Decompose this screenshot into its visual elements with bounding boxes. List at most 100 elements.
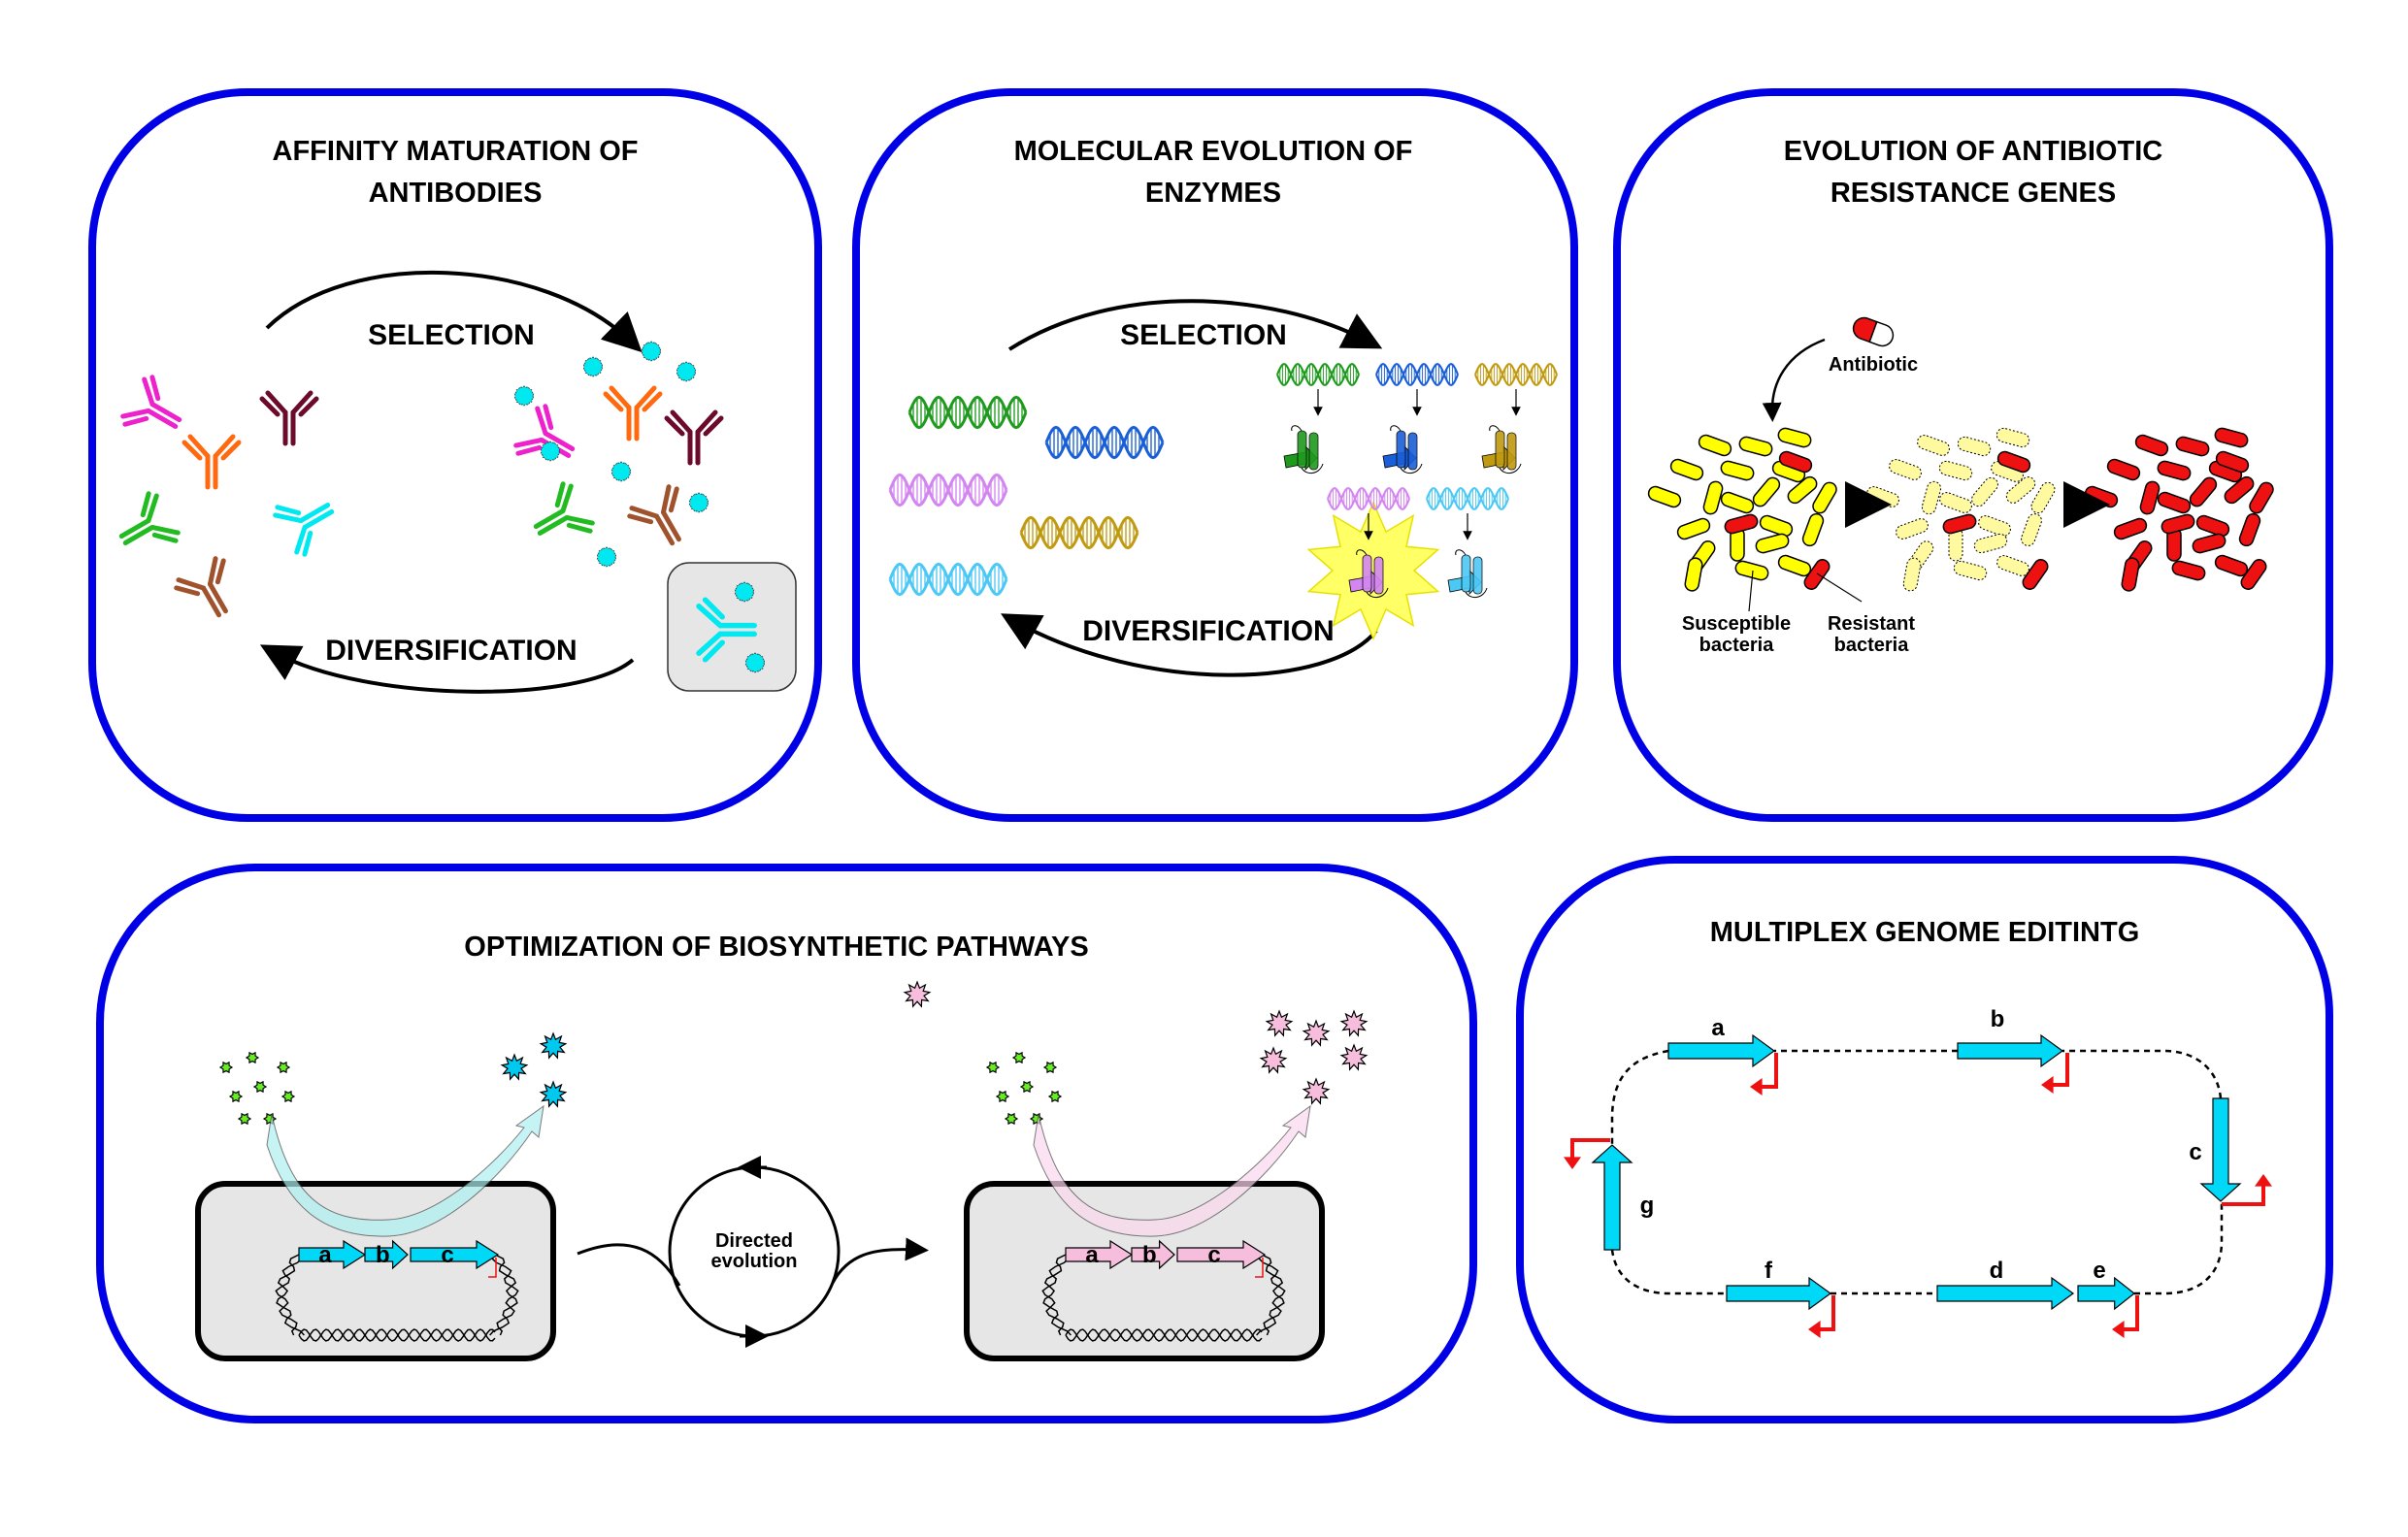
gene-arrow [1726,1276,1832,1311]
antibody-heavy-chain [149,402,182,423]
bacterium-icon [2157,460,2192,481]
dna-strand [907,395,1028,430]
antibody-arm [629,506,660,519]
enzyme-icon [1283,425,1324,474]
plasmid-dna [275,1254,303,1336]
promoter-icon [1817,1295,1835,1331]
bacterium-icon [1938,460,1973,481]
gene-label: b [1991,1006,2005,1032]
promoter-icon [2121,1295,2139,1331]
antibody-icon [696,597,757,663]
antibody-heavy-chain [146,408,179,429]
resistant-population [2084,427,2274,592]
bacterium-icon [1676,517,1711,540]
antibody-light-chain [543,404,554,431]
antibody-arm [696,631,723,656]
substrate-icon [252,1080,268,1094]
panel-title-line1: MOLECULAR EVOLUTION OF [1014,136,1413,167]
product-icon [539,1031,568,1060]
antibody-light-chain [151,532,179,543]
gene-arrow-shape [1065,1239,1134,1270]
panel-antibiotic-resistance: EVOLUTION OF ANTIBIOTIC RESISTANCE GENES… [1613,88,2333,822]
gene-label: c [1207,1242,1220,1268]
antibody-arm [670,409,693,435]
antigen-icon [688,492,709,513]
panel-title: OPTIMIZATION OF BIOSYNTHETIC PATHWAYS [464,932,1088,963]
antibody-light-chain [554,481,566,508]
bacterium-icon [1803,559,1831,590]
plasmid-dna [276,1254,305,1336]
gene-arrow-shape [364,1239,409,1270]
gene-arrow: b [1131,1239,1175,1270]
gene-arrow-shape [1957,1033,2064,1068]
loop [1400,463,1423,474]
panel-border [1613,88,2333,822]
loop [1489,425,1501,432]
gene-arrow-shape [1936,1276,2075,1311]
bacterium-icon [1996,555,2029,576]
antibody-light-chain [566,522,593,534]
gene-arrow-shape [2077,1276,2135,1311]
directed-evolution-cycle: Directed evolution [577,1156,929,1348]
loop [1356,549,1368,556]
bacterium-icon [2134,434,2169,457]
antibody-heavy-chain [654,513,676,546]
alpha-helix [1373,556,1384,595]
antibody-icon [259,390,319,446]
bacterium-icon [1787,475,1818,505]
bacterium-icon [1724,513,1759,535]
antibody-light-chain [603,391,624,412]
bacterium-icon [1734,560,1769,581]
diversification-label: DIVERSIFICATION [1082,615,1334,647]
alpha-helix [1407,432,1418,471]
dna-strand [1426,486,1509,511]
gene-arrow [2077,1276,2135,1311]
promoter-arrowhead [1750,1078,1763,1096]
antibody-light-chain [275,505,302,516]
substrate-icon [1019,1080,1035,1094]
substrate-icon [218,1061,234,1074]
bacterium-icon [2238,512,2261,547]
panel-border [88,88,822,822]
antibody-arm [120,408,151,419]
bacterium-icon [1755,533,1790,554]
antibody-light-chain [181,440,203,461]
bacterium-icon [1647,485,1682,508]
antibody-icon [627,484,681,546]
enzyme-icon [1447,549,1488,598]
product-icon [1339,1043,1369,1071]
dna-helix-icon [1276,362,1360,387]
high-affinity-antibody-inset [667,562,797,692]
substrate-icon [280,1090,296,1103]
dna-helix-icon [888,562,1008,597]
gene-arrow: a [1065,1239,1134,1270]
bacterium-icon [1942,513,1977,535]
gene-arrow [1936,1276,2075,1311]
bacterium-icon [2030,481,2056,514]
gene-label: c [441,1242,453,1268]
antibody-heavy-chain [207,581,228,614]
panel-title-line2: RESISTANCE GENES [1831,178,2116,209]
bacterium-icon [1720,491,1755,514]
antibody-light-chain [703,415,724,437]
antibody-arm [294,524,308,555]
antibody-heavy-chain [537,514,570,536]
antibody-light-chain [668,486,679,513]
substrate-icon [1042,1061,1058,1074]
dna-strand [1474,362,1558,387]
antibody-light-chain [702,639,725,663]
bacterium-icon [2113,517,2148,540]
bacterium-icon [2121,557,2140,592]
panel-title: MULTIPLEX GENOME EDITINTG [1710,917,2140,948]
enzyme-icon [1348,549,1389,598]
gene-arrow-shape [1591,1144,1633,1251]
bacteria-after-treatment [1866,427,2056,592]
bacterium-icon [2240,559,2267,590]
antibody-light-chain [515,444,543,456]
antibody-heavy-chain [533,508,566,530]
plasmid-dna [1042,1254,1072,1336]
gene-arrow-shape [2199,1097,2242,1202]
antibody-heavy-chain [122,524,155,545]
substrate-icon [276,1061,291,1074]
antibody-arm [207,556,218,587]
